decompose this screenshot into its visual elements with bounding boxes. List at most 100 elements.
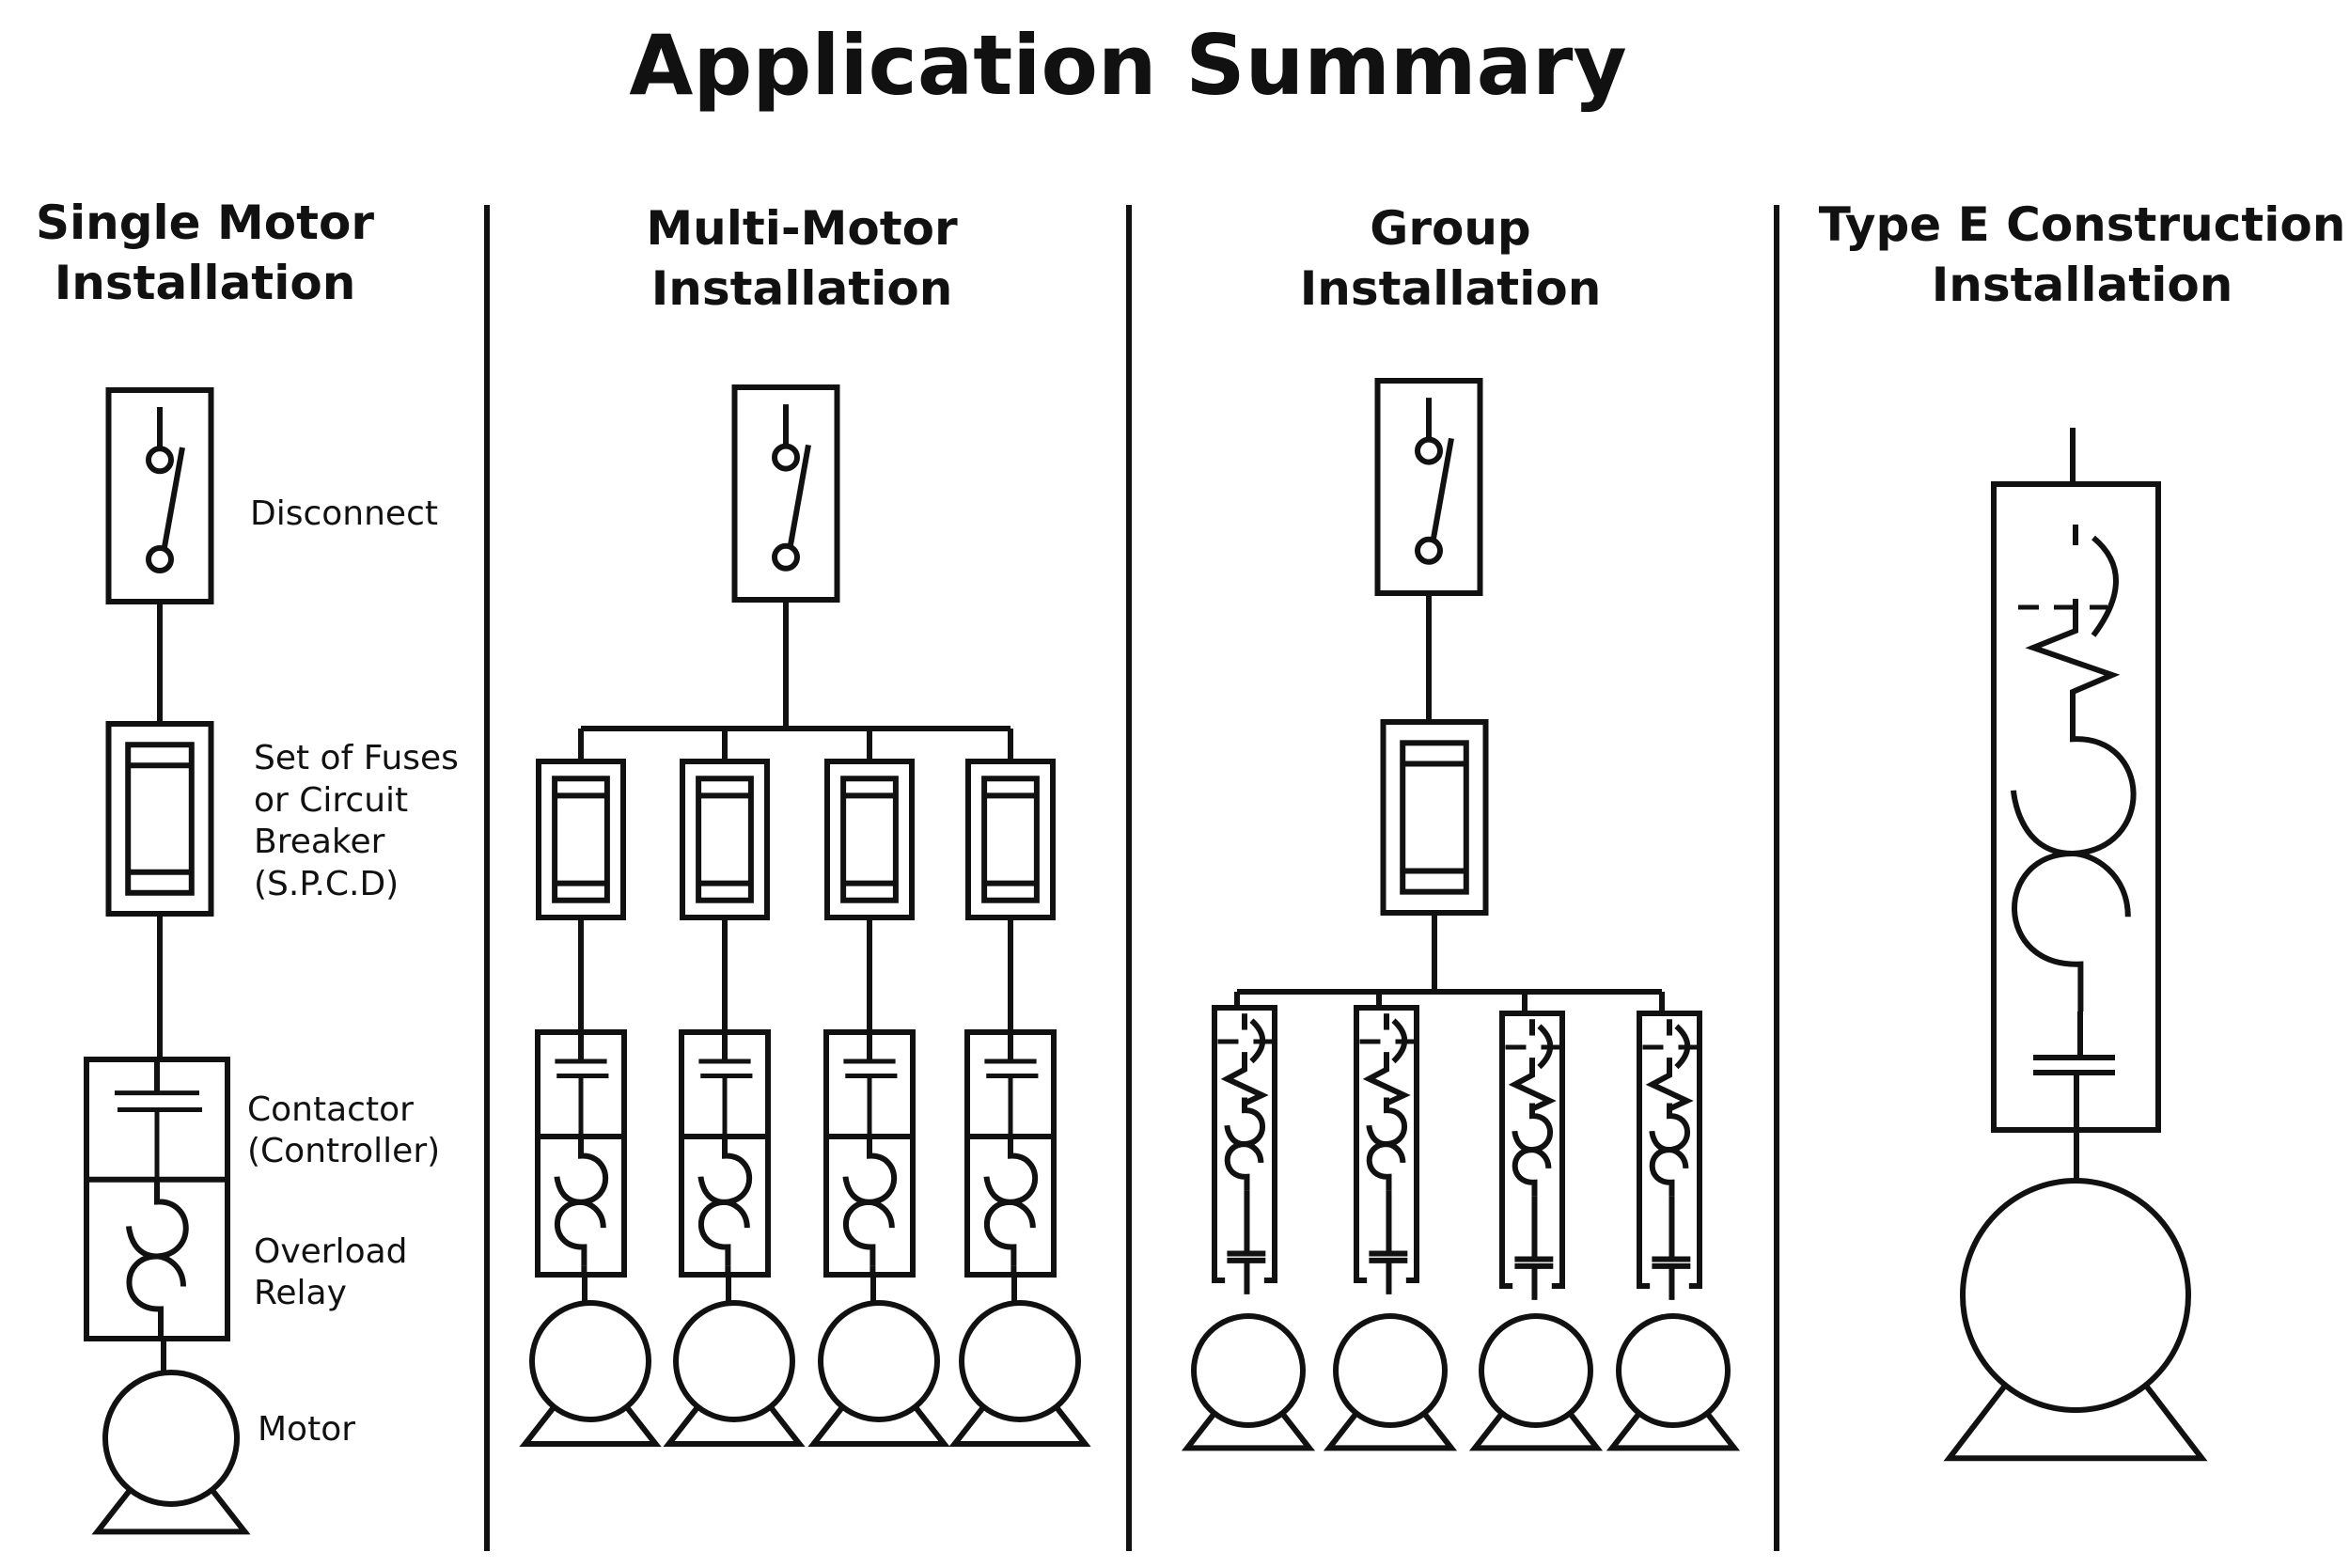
heading-line: Group [1370, 201, 1530, 256]
motor-symbol [1606, 1313, 1741, 1451]
overload-loop [1649, 1147, 1689, 1197]
switch-contact [772, 542, 800, 572]
breaker-arc [1537, 1024, 1554, 1070]
motor-symbol [91, 1370, 251, 1535]
starter-symbol [535, 1029, 627, 1278]
switch-blade [1430, 437, 1454, 541]
overload-loop [983, 1137, 1038, 1205]
fuse-breaker-symbol [680, 759, 770, 920]
fuse-body [125, 742, 195, 896]
label-fuses: (S.P.C.D) [254, 865, 399, 903]
spcd-box [680, 759, 770, 920]
motor-base [1468, 1411, 1604, 1451]
fuse-body [840, 776, 899, 903]
motor-base [1943, 1383, 2208, 1462]
switch-contact [1415, 436, 1443, 465]
overload-loop [555, 1199, 606, 1266]
starter-symbol [964, 1029, 1057, 1278]
motor-base [91, 1487, 251, 1535]
motor-base [663, 1404, 806, 1448]
motor-body [1191, 1313, 1306, 1428]
label-fuses: Set of Fuses [254, 739, 459, 777]
switch-contact [772, 443, 800, 472]
section-heading-typee: Type E Construction Installation [1819, 197, 2346, 312]
heading-line: Installation [1300, 261, 1602, 316]
overload-loop [697, 1137, 752, 1205]
unit-bracket [1354, 1005, 1419, 1283]
overload-loop [2011, 696, 2137, 857]
switch-contact [1415, 536, 1443, 565]
page-title: Application Summary [629, 17, 1627, 114]
fuse-breaker-symbol [824, 759, 915, 920]
switch-blade [161, 447, 185, 549]
motor-body [529, 1300, 651, 1422]
motor-symbol [1943, 1178, 2208, 1462]
label-contactor: Contactor [247, 1090, 414, 1129]
label-disconnect: Disconnect [250, 494, 438, 533]
unit-bracket [1212, 1005, 1277, 1283]
fuse-body [981, 776, 1040, 903]
unit-bracket [1499, 1011, 1565, 1289]
combination-unit-symbol [1212, 1005, 1277, 1294]
overload-loop [1224, 1097, 1266, 1148]
motor-body [818, 1300, 940, 1422]
overload-loop [1366, 1097, 1408, 1148]
heading-line: Installation [55, 256, 356, 310]
spcd-box [824, 759, 915, 920]
motor-symbol [807, 1300, 950, 1448]
fuse-body [552, 776, 610, 903]
overload-loop [1649, 1103, 1691, 1153]
motor-symbol [1323, 1313, 1458, 1451]
overload-loop [698, 1199, 750, 1266]
overload-loop [554, 1137, 608, 1205]
switch-blade [787, 444, 811, 547]
overload-loop [126, 1253, 186, 1332]
motor-body [673, 1300, 795, 1422]
spcd-box [536, 759, 626, 920]
starter-symbol [823, 1029, 916, 1278]
type-e-controller-symbol [1991, 481, 2161, 1180]
fuse-body [1400, 740, 1469, 895]
overload-loop [842, 1137, 897, 1205]
overload-loop [1512, 1147, 1552, 1197]
breaker-arc [1674, 1024, 1691, 1070]
heading-line: Multi-Motor [646, 201, 958, 256]
motor-symbol [1468, 1313, 1604, 1451]
motor-body [102, 1370, 240, 1507]
overload-loop [126, 1181, 189, 1260]
motor-base [519, 1404, 662, 1448]
switch-contact [146, 446, 174, 475]
motor-body [959, 1300, 1081, 1422]
label-overload: Relay [254, 1274, 347, 1312]
motor-body [1960, 1178, 2191, 1413]
spcd-box [105, 721, 214, 917]
unit-bracket [1637, 1011, 1702, 1289]
heading-line: Type E Construction [1819, 197, 2346, 252]
breaker-arc [1391, 1018, 1408, 1064]
overload-loop [1224, 1141, 1264, 1191]
section-heading-group: Group Installation [1300, 201, 1602, 316]
section-heading-multi: Multi-Motor Installation [646, 201, 958, 316]
overload-loop [1366, 1141, 1406, 1191]
motor-base [1181, 1411, 1316, 1451]
heading-line: Installation [651, 261, 953, 316]
motor-body [1479, 1313, 1593, 1428]
motor-symbol [663, 1300, 806, 1448]
motor-base [1606, 1411, 1741, 1451]
motor-symbol [1181, 1313, 1316, 1451]
starter-symbol [84, 1057, 230, 1341]
spcd-box [1380, 719, 1489, 916]
fuse-breaker-symbol [965, 759, 1056, 920]
spcd-box [965, 759, 1056, 920]
combination-unit-symbol [1354, 1005, 1419, 1294]
fuse-breaker-symbol [536, 759, 626, 920]
heading-line: Single Motor [36, 196, 374, 250]
label-fuses: Breaker [254, 823, 385, 861]
combination-unit-symbol [1499, 1011, 1565, 1300]
motor-body [1333, 1313, 1448, 1428]
disconnect-switch-symbol [105, 387, 214, 604]
switch-contact [146, 545, 174, 573]
motor-base [807, 1404, 950, 1448]
label-fuses: or Circuit [254, 781, 408, 820]
